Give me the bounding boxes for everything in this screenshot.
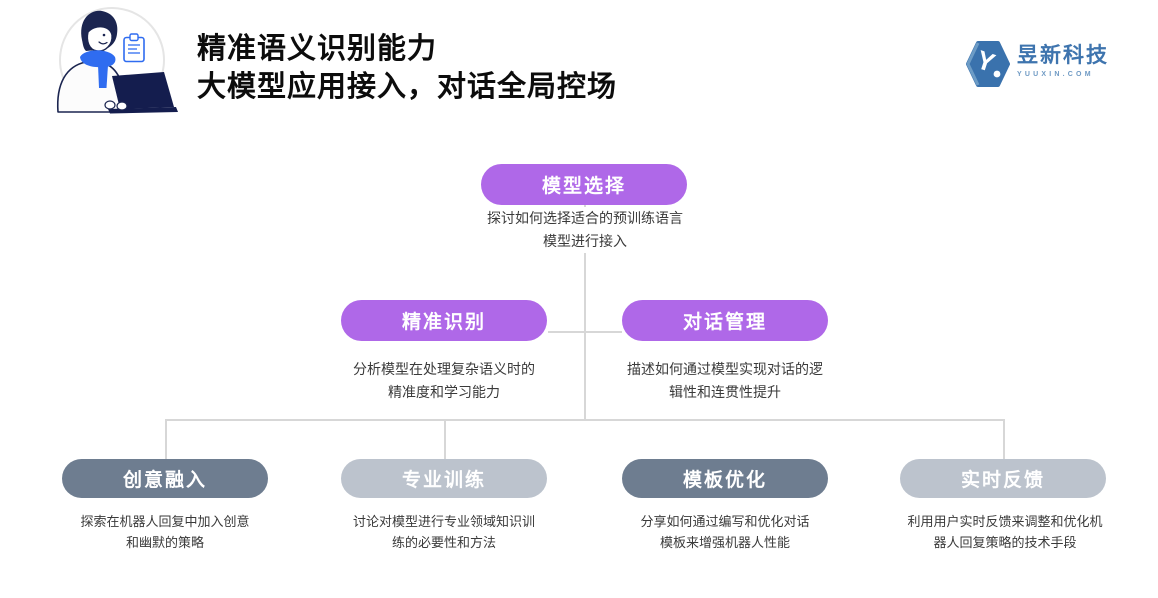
node-dialog-management-desc: 描述如何通过模型实现对话的逻 辑性和连贯性提升: [605, 358, 845, 404]
node-professional-training-label: 专业训练: [401, 470, 486, 491]
node-realtime-feedback-desc: 利用用户实时反馈来调整和优化机 器人回复策略的技术手段: [885, 511, 1125, 553]
node-professional-training-desc: 讨论对模型进行专业领域知识训 练的必要性和方法: [324, 511, 564, 553]
node-realtime-feedback-label: 实时反馈: [960, 470, 1045, 491]
desc-line: 器人回复策略的技术手段: [933, 535, 1077, 550]
desc-line: 分享如何通过编写和优化对话: [640, 514, 810, 529]
desc-line: 模板来增强机器人性能: [659, 535, 790, 550]
node-template-optimization-desc: 分享如何通过编写和优化对话 模板来增强机器人性能: [605, 511, 845, 553]
desc-line: 精准度和学习能力: [388, 384, 500, 400]
connector-drop-training: [444, 419, 446, 460]
node-model-selection: 模型选择: [481, 164, 687, 205]
connector-drop-feedback: [1003, 419, 1005, 460]
page-title: 精准语义识别能力 大模型应用接入，对话全局控场: [197, 30, 617, 106]
node-precise-recognition-desc: 分析模型在处理复杂语义时的 精准度和学习能力: [324, 358, 564, 404]
node-precise-recognition: 精准识别: [341, 300, 547, 341]
clipboard-icon: [123, 33, 145, 63]
person-at-laptop-illustration: [56, 7, 178, 114]
page-title-line2: 大模型应用接入，对话全局控场: [197, 71, 618, 103]
desc-line: 和幽默的策略: [125, 535, 204, 550]
node-dialog-management-label: 对话管理: [682, 312, 767, 333]
node-model-selection-label: 模型选择: [541, 176, 626, 197]
connector-drop-creative: [165, 419, 167, 460]
desc-line: 描述如何通过模型实现对话的逻: [627, 361, 823, 377]
desc-line: 辑性和连贯性提升: [669, 384, 781, 400]
connector-level2-horizontal: [548, 331, 622, 333]
node-creative-integration-label: 创意融入: [122, 470, 207, 491]
page-title-line1: 精准语义识别能力: [197, 33, 438, 65]
node-template-optimization-label: 模板优化: [682, 470, 767, 491]
hexagon-logo-icon: Y: [966, 41, 1010, 87]
node-precise-recognition-label: 精准识别: [401, 312, 486, 333]
desc-line: 模型进行接入: [543, 233, 627, 249]
connector-root-vertical: [584, 205, 586, 419]
logo-domain: YUUXIN.COM: [1017, 71, 1094, 78]
node-professional-training: 专业训练: [341, 459, 547, 498]
desc-line: 讨论对模型进行专业领域知识训: [352, 514, 535, 529]
connector-level3-horizontal: [165, 419, 1004, 421]
node-template-optimization: 模板优化: [622, 459, 828, 498]
desc-line: 分析模型在处理复杂语义时的: [353, 361, 535, 377]
node-realtime-feedback: 实时反馈: [900, 459, 1106, 498]
desc-line: 练的必要性和方法: [391, 535, 496, 550]
node-model-selection-desc: 探讨如何选择适合的预训练语言 模型进行接入: [465, 207, 705, 253]
desc-line: 探讨如何选择适合的预训练语言: [487, 210, 683, 226]
node-creative-integration-desc: 探索在机器人回复中加入创意 和幽默的策略: [45, 511, 285, 553]
node-creative-integration: 创意融入: [62, 459, 268, 498]
brand-logo: Y 昱新科技 YUUXIN.COM: [966, 40, 1109, 88]
node-dialog-management: 对话管理: [622, 300, 828, 341]
logo-company-name: 昱新科技: [1017, 44, 1109, 67]
desc-line: 利用用户实时反馈来调整和优化机: [907, 514, 1103, 529]
desc-line: 探索在机器人回复中加入创意: [80, 514, 250, 529]
